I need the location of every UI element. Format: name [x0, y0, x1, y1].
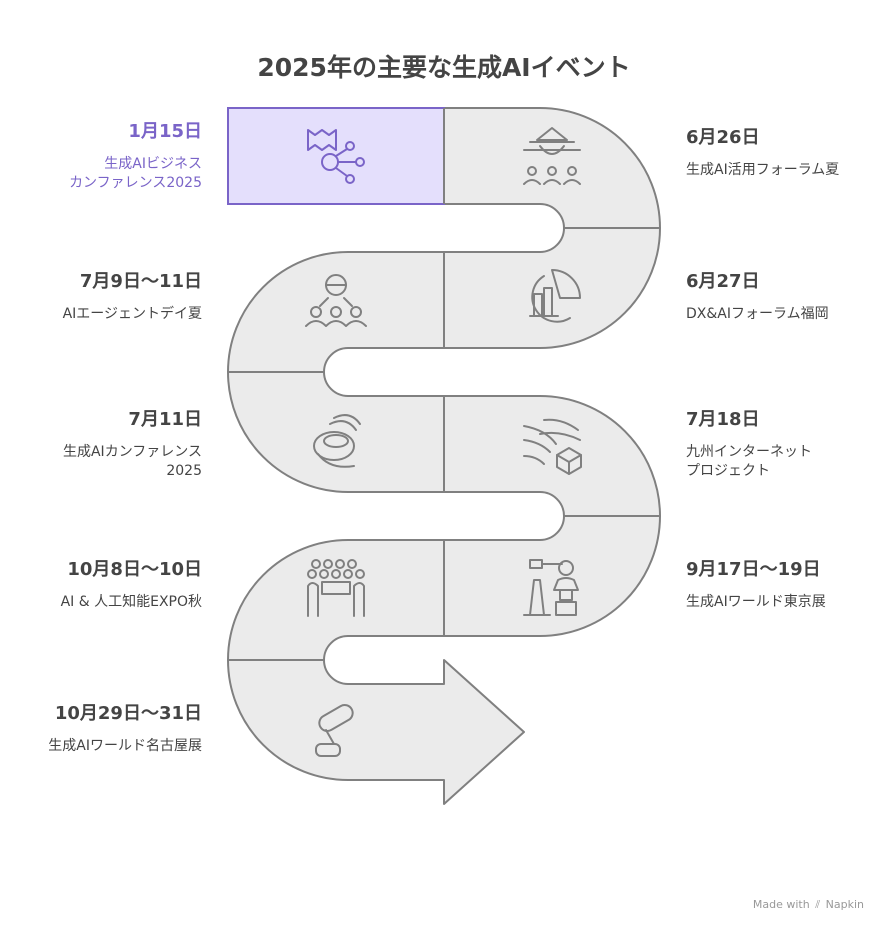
event-name: 生成AIビジネス カンファレンス2025	[69, 156, 202, 191]
city-chart-icon	[529, 269, 581, 323]
event-1: 1月15日 生成AIビジネス カンファレンス2025	[12, 121, 202, 193]
event-8: 10月8日〜10日 AI & 人工知能EXPO秋	[12, 559, 202, 612]
made-with-napkin[interactable]: Made with ⫽ Napkin	[753, 898, 864, 912]
event-7: 9月17日〜19日 生成AIワールド東京展	[686, 559, 876, 612]
event-date: 1月15日	[128, 121, 202, 142]
event-name: 生成AIカンファレンス 2025	[62, 444, 202, 479]
page-title: 2025年の主要な生成AIイベント	[257, 53, 631, 82]
robot-arm-icon	[523, 559, 579, 616]
event-name: AIエージェントデイ夏	[62, 306, 202, 322]
event-name: 生成AI活用フォーラム夏	[686, 162, 840, 178]
napkin-logo-icon: ⫽	[815, 898, 821, 911]
event-name: 生成AIワールド東京展	[686, 594, 826, 610]
audience-icon	[305, 274, 367, 327]
event-date: 9月17日〜19日	[686, 559, 821, 580]
microphone-icon	[315, 704, 354, 757]
event-date: 7月18日	[686, 409, 760, 430]
event-date: 10月29日〜31日	[54, 703, 202, 724]
event-4: 7月9日〜11日 AIエージェントデイ夏	[12, 271, 202, 324]
crowd-icon	[307, 559, 365, 617]
brand-label: Napkin	[825, 898, 864, 911]
event-date: 10月8日〜10日	[67, 559, 202, 580]
event-date: 6月27日	[686, 271, 760, 292]
chart-network-icon	[307, 129, 365, 184]
made-with-label: Made with	[752, 898, 810, 911]
event-name: 生成AIワールド名古屋展	[48, 738, 202, 754]
team-leader-icon	[523, 127, 581, 185]
chat-bubbles-icon	[313, 414, 361, 468]
event-date: 7月11日	[128, 409, 202, 430]
event-name: AI & 人工知能EXPO秋	[60, 594, 202, 610]
event-5: 7月11日 生成AIカンファレンス 2025	[12, 409, 202, 481]
event-2: 6月26日 生成AI活用フォーラム夏	[686, 127, 876, 180]
road-dividers	[228, 108, 660, 661]
event-name: DX&AIフォーラム福岡	[686, 306, 829, 322]
event-3: 6月27日 DX&AIフォーラム福岡	[686, 271, 876, 324]
event-6: 7月18日 九州インターネット プロジェクト	[686, 409, 876, 481]
network-cube-icon	[523, 418, 582, 475]
event-date: 6月26日	[686, 127, 760, 148]
event-9: 10月29日〜31日 生成AIワールド名古屋展	[12, 703, 202, 756]
event-name: 九州インターネット プロジェクト	[686, 444, 812, 479]
event-date: 7月9日〜11日	[79, 271, 202, 292]
